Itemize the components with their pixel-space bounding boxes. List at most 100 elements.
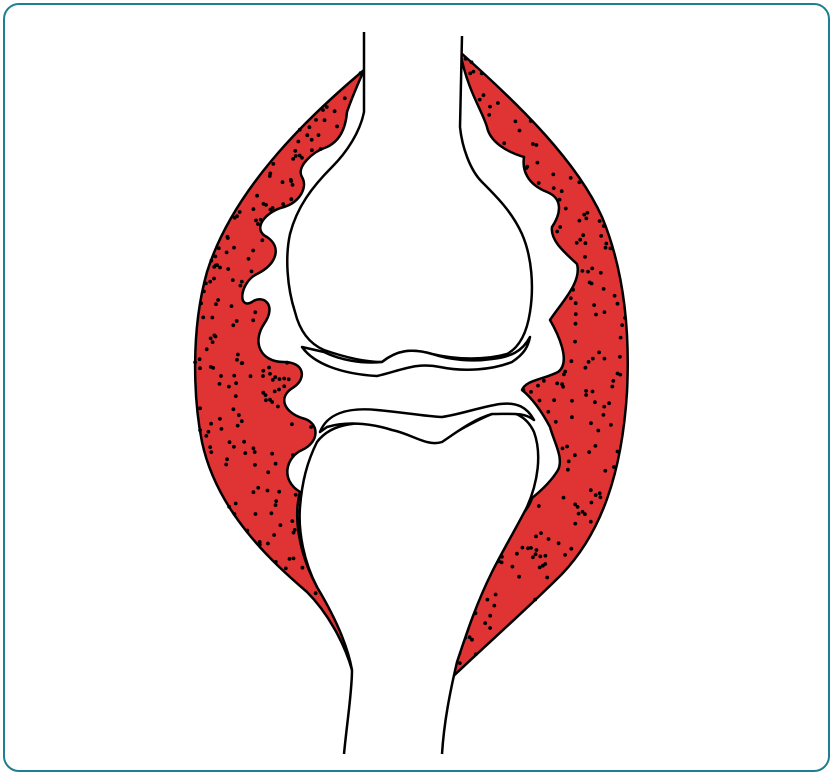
stipple-dot: [238, 210, 242, 214]
stipple-dot: [199, 302, 203, 306]
stipple-dot: [594, 313, 598, 317]
stipple-dot: [226, 267, 230, 271]
stipple-dot: [604, 246, 608, 250]
stipple-dot: [270, 452, 274, 456]
stipple-dot: [534, 535, 538, 539]
stipple-dot: [273, 390, 277, 394]
stipple-dot: [285, 361, 289, 365]
stipple-dot: [209, 422, 213, 426]
stipple-dot: [537, 504, 541, 508]
stipple-dot: [317, 133, 321, 137]
stipple-dot: [547, 537, 551, 541]
stipple-dot: [301, 566, 305, 570]
stipple-dot: [289, 179, 293, 183]
stipple-dot: [277, 388, 281, 392]
stipple-dot: [234, 381, 238, 385]
stipple-dot: [359, 71, 363, 75]
stipple-dot: [573, 453, 577, 457]
stipple-dot: [472, 70, 476, 74]
stipple-dot: [538, 555, 542, 559]
stipple-dot: [321, 108, 325, 112]
stipple-dot: [470, 60, 474, 64]
stipple-dot: [593, 400, 597, 404]
stipple-dot: [554, 420, 558, 424]
stipple-dot: [551, 173, 555, 177]
stipple-dot: [290, 422, 294, 426]
stipple-dot: [220, 427, 224, 431]
stipple-dot: [198, 428, 202, 432]
stipple-dot: [239, 284, 243, 288]
stipple-dot: [609, 247, 613, 251]
stipple-dot: [535, 143, 539, 147]
stipple-dot: [531, 142, 535, 146]
stipple-dot: [584, 389, 588, 393]
stipple-dot: [240, 280, 244, 284]
stipple-dot: [233, 512, 237, 516]
stipple-dot: [293, 528, 297, 532]
stipple-dot: [254, 219, 258, 223]
stipple-dot: [482, 93, 486, 97]
stipple-dot: [546, 410, 550, 414]
stipple-dot: [581, 269, 585, 273]
stipple-dot: [480, 72, 484, 76]
stipple-dot: [594, 493, 598, 497]
stipple-dot: [620, 323, 624, 327]
stipple-dot: [578, 238, 582, 242]
stipple-dot: [255, 194, 259, 198]
stipple-dot: [478, 98, 482, 102]
stipple-dot: [517, 575, 521, 579]
stipple-dot: [486, 598, 490, 602]
stipple-dot: [602, 287, 606, 291]
stipple-dot: [298, 128, 302, 132]
stipple-dot: [502, 141, 506, 145]
stipple-dot: [603, 310, 607, 314]
stipple-dot: [323, 118, 327, 122]
stipple-dot: [272, 533, 276, 537]
stipple-dot: [575, 241, 579, 245]
stipple-dot: [264, 203, 268, 207]
stipple-dot: [541, 564, 545, 568]
stipple-dot: [253, 310, 257, 314]
stipple-dot: [488, 614, 492, 618]
stipple-dot: [598, 219, 602, 223]
stipple-dot: [574, 312, 578, 316]
stipple-dot: [521, 546, 525, 550]
stipple-dot: [252, 207, 256, 211]
stipple-dot: [566, 468, 570, 472]
stipple-dot: [274, 503, 278, 507]
stipple-dot: [260, 238, 264, 242]
stipple-dot: [616, 372, 620, 376]
stipple-dot: [232, 246, 236, 250]
stipple-dot: [230, 304, 234, 308]
stipple-dot: [533, 598, 537, 602]
stipple-dot: [201, 316, 205, 320]
stipple-dot: [240, 361, 244, 365]
stipple-dot: [590, 501, 594, 505]
stipple-dot: [343, 96, 347, 100]
stipple-dot: [602, 224, 606, 228]
stipple-dot: [584, 217, 588, 221]
stipple-dot: [488, 626, 492, 630]
stipple-dot: [276, 405, 280, 409]
stipple-dot: [254, 512, 258, 516]
stipple-dot: [310, 138, 314, 142]
stipple-dot: [468, 635, 472, 639]
stipple-dot: [251, 249, 255, 253]
stipple-dot: [616, 302, 620, 306]
stipple-dot: [266, 489, 270, 493]
stipple-dot: [563, 370, 567, 374]
stipple-dot: [487, 113, 491, 117]
stipple-dot: [226, 235, 230, 239]
stipple-dot: [529, 119, 533, 123]
stipple-dot: [597, 351, 601, 355]
stipple-dot: [574, 301, 578, 305]
stipple-dot: [266, 542, 270, 546]
stipple-dot: [588, 281, 592, 285]
stipple-dot: [310, 148, 314, 152]
stipple-dot: [518, 129, 522, 133]
stipple-dot: [209, 450, 213, 454]
stipple-dot: [274, 560, 278, 564]
stipple-dot: [291, 157, 295, 161]
stipple-dot: [217, 246, 221, 250]
stipple-dot: [531, 555, 535, 559]
